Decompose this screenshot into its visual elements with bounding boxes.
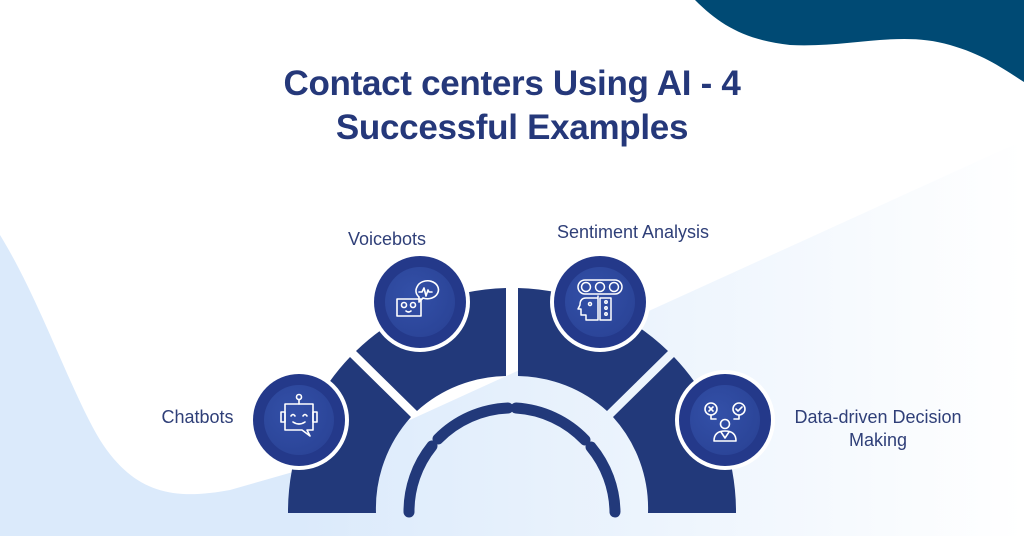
label-chatbots: Chatbots: [161, 407, 234, 427]
label-sentiment-analysis: Sentiment Analysis: [556, 222, 710, 242]
label-decision-making-line-2: Making: [848, 430, 908, 450]
voicebot-icon: [396, 279, 440, 317]
light-blue-left-shape: [0, 235, 512, 536]
dark-wave-shape: [695, 0, 1024, 82]
page-title-line-1: Contact centers Using AI - 4: [283, 64, 741, 103]
chatbot-circle[interactable]: [249, 370, 349, 470]
segment-chatbots: [283, 357, 411, 513]
decision-making-icon: [704, 402, 746, 442]
page-title-line-2: Successful Examples: [335, 108, 689, 147]
label-decision-making-line-1: Data-driven Decision: [794, 407, 962, 427]
chatbot-icon: [280, 393, 318, 437]
outer-band-segments: [283, 288, 737, 513]
sentiment-analysis-icon: [577, 279, 623, 321]
segment-decision-making: [613, 357, 737, 513]
sentiment-circle[interactable]: [550, 252, 650, 352]
decision-circle[interactable]: [675, 370, 775, 470]
inner-progress-arc: [403, 402, 621, 518]
light-blue-right-shape: [300, 140, 1024, 536]
voicebot-circle[interactable]: [370, 252, 470, 352]
label-voicebots: Voicebots: [347, 229, 427, 249]
